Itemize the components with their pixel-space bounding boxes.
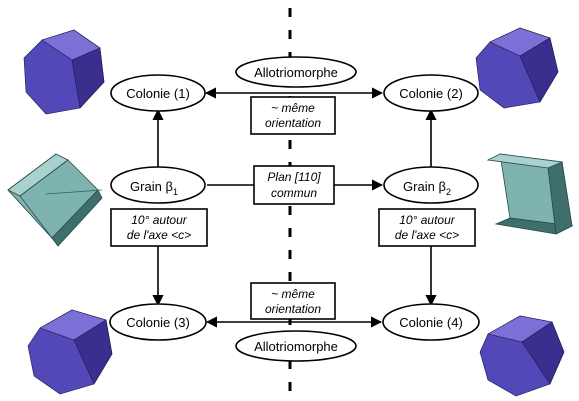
cubic-crystal-icon-right [486, 153, 574, 235]
grain-beta2-subscript: 2 [446, 187, 451, 197]
meme-orientation-bottom-line2: orientation [265, 302, 321, 316]
colonie-3-label: Colonie (3) [126, 315, 190, 330]
plan-commun-line2: commun [271, 186, 317, 200]
colonie-4-label: Colonie (4) [399, 315, 463, 330]
rotation-right-box: 10° autour de l'axe <c> [378, 208, 476, 247]
colonie-2-node: Colonie (2) [383, 74, 479, 112]
svg-text:Grain β2: Grain β2 [403, 179, 451, 197]
meme-orientation-top-line1: ~ même [271, 101, 315, 115]
meme-orientation-bottom-box: ~ même orientation [250, 282, 336, 320]
grain-beta2-node: Grain β2 [383, 166, 479, 204]
rotation-right-line2: de l'axe <c> [395, 228, 459, 242]
allotriomorphe-bottom-node: Allotriomorphe [235, 330, 357, 362]
colonie-4-node: Colonie (4) [382, 303, 480, 341]
plan-commun-box: Plan [110] commun [253, 165, 335, 205]
meme-orientation-bottom-line1: ~ même [271, 287, 315, 301]
grain-beta1-label: Grain β [130, 179, 173, 194]
allotriomorphe-top-node: Allotriomorphe [235, 56, 357, 88]
grain-beta1-subscript: 1 [173, 187, 178, 197]
colonie-1-node: Colonie (1) [110, 74, 206, 112]
rotation-left-line2: de l'axe <c> [127, 228, 191, 242]
grain-beta1-node: Grain β1 [110, 166, 206, 204]
hexagonal-crystal-icon-bottom-right [479, 315, 565, 397]
meme-orientation-top-box: ~ même orientation [250, 96, 336, 135]
plan-commun-line1: Plan [110] [267, 170, 321, 184]
colonie-3-node: Colonie (3) [109, 303, 207, 341]
rotation-left-line1: 10° autour [131, 213, 188, 227]
hexagonal-crystal-icon-top-left [23, 29, 105, 115]
colonie-2-label: Colonie (2) [399, 86, 463, 101]
allotriomorphe-bottom-label: Allotriomorphe [254, 339, 338, 354]
cubic-crystal-icon-left [7, 153, 103, 247]
svg-text:Grain β1: Grain β1 [130, 179, 178, 197]
grain-beta2-label: Grain β [403, 179, 446, 194]
rotation-left-box: 10° autour de l'axe <c> [110, 208, 208, 247]
hexagonal-crystal-icon-top-right [475, 27, 559, 109]
hexagonal-crystal-icon-bottom-left [27, 309, 113, 395]
colonie-1-label: Colonie (1) [126, 86, 190, 101]
meme-orientation-top-line2: orientation [265, 116, 321, 130]
rotation-right-line1: 10° autour [399, 213, 456, 227]
allotriomorphe-top-label: Allotriomorphe [254, 65, 338, 80]
